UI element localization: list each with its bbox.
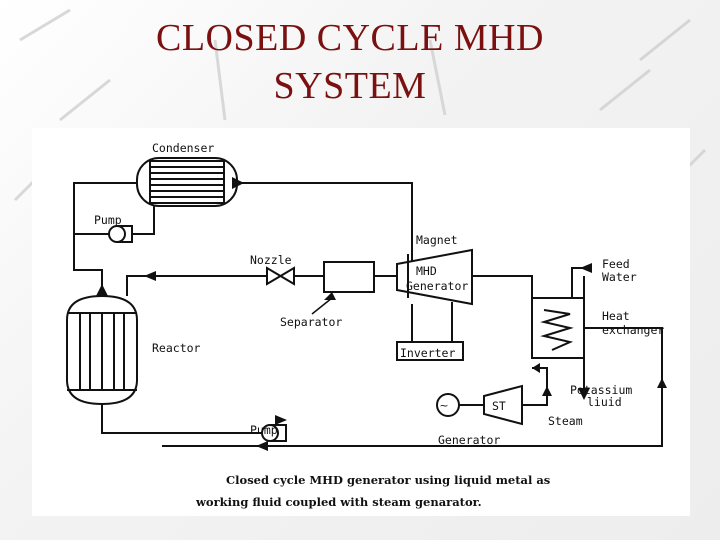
label-water: Water — [602, 270, 637, 284]
pipe-separator-to-condenser — [237, 182, 413, 278]
pipe-condenser-to-reactor — [73, 182, 137, 235]
label-exchanger: exchanger — [602, 323, 664, 337]
label-separator: Separator — [280, 315, 342, 329]
pipe-return-to-reactor — [101, 404, 262, 434]
caption-line2: working fluid coupled with steam genarat… — [195, 495, 482, 509]
inverter — [396, 341, 464, 361]
label-liquid: liuid — [587, 395, 622, 409]
label-feed: Feed — [602, 257, 630, 271]
label-condenser: Condenser — [152, 141, 214, 155]
slide-title-line2: SYSTEM — [273, 65, 427, 107]
label-generator: Generator — [438, 433, 500, 447]
pipe-reactor-to-nozzle — [126, 275, 267, 296]
separator — [323, 261, 375, 293]
heat-exchanger — [531, 297, 585, 359]
mhd-generator — [396, 248, 473, 306]
caption-line1: Closed cycle MHD generator using liquid … — [226, 473, 550, 487]
label-nozzle: Nozzle — [250, 253, 292, 267]
pump-top — [108, 225, 133, 243]
tilde-icon: ~ — [439, 399, 448, 412]
reactor — [66, 294, 138, 406]
label-heat: Heat — [602, 309, 630, 323]
condenser — [136, 157, 238, 207]
label-pump-bottom: Pump — [250, 423, 278, 437]
label-steam: Steam — [548, 414, 583, 428]
label-magnet: Magnet — [416, 233, 458, 247]
slide-title-line1: CLOSED CYCLE MHD — [155, 17, 545, 59]
label-inverter: Inverter — [400, 346, 455, 360]
steam-turbine — [483, 384, 523, 426]
mhd-system-diagram: Condenser Pump Nozzle Magnet MHD Generat… — [32, 128, 690, 516]
label-potassium: Potassium — [570, 383, 632, 397]
label-reactor: Reactor — [152, 341, 201, 355]
label-st: ST — [492, 399, 506, 413]
pipe-feed-water — [571, 267, 592, 298]
nozzle — [266, 266, 295, 286]
label-pump-top: Pump — [94, 213, 122, 227]
slide-title: CLOSED CYCLE MHD SYSTEM — [40, 14, 660, 110]
label-generator-mhd: Generator — [406, 279, 468, 293]
label-mhd: MHD — [416, 264, 437, 278]
